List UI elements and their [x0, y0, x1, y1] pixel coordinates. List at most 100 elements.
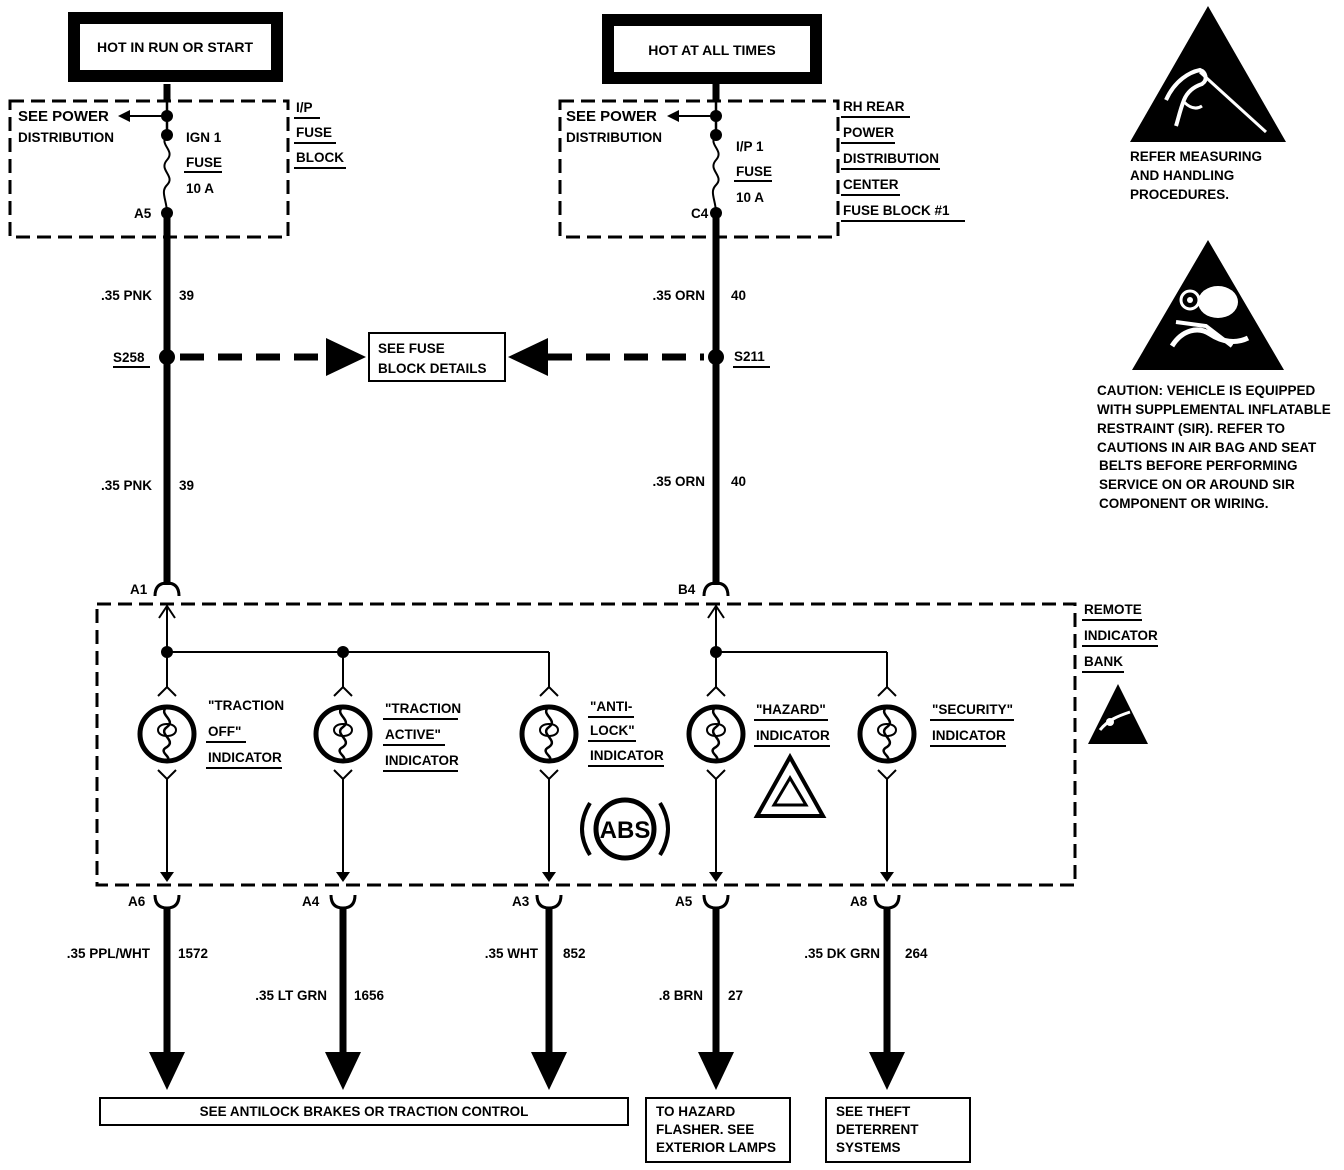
power-source-right-label: HOT AT ALL TIMES — [648, 42, 776, 58]
wire-circuit: 40 — [731, 474, 746, 489]
arrow-right-icon — [326, 338, 366, 376]
output-circuit: 27 — [728, 988, 743, 1003]
indicator-label: "TRACTION — [385, 701, 461, 716]
output-a5: A5 .8 BRN 27 — [659, 894, 743, 1090]
see-power-left-2: DISTRIBUTION — [18, 130, 114, 145]
sir-warning: CAUTION: VEHICLE IS EQUIPPED WITH SUPPLE… — [1097, 240, 1331, 511]
sir-text-6: SERVICE ON OR AROUND SIR — [1099, 477, 1295, 492]
fuse-block-right: SEE POWER DISTRIBUTION I/P 1 FUSE 10 A C… — [558, 84, 965, 239]
terminal-left-fuse: A5 — [134, 206, 152, 221]
connector-b4: B4 — [678, 581, 730, 652]
output-terminal: A6 — [128, 894, 146, 909]
fuse-left-line1: IGN 1 — [186, 130, 222, 145]
fuse-left-line3: 10 A — [186, 181, 214, 196]
airbag-icon — [1132, 240, 1284, 370]
wire-circuit: 39 — [179, 478, 194, 493]
wire-gauge: .35 PNK — [101, 478, 152, 493]
sir-text-3: RESTRAINT (SIR). REFER TO — [1097, 421, 1285, 436]
output-a8: A8 .35 DK GRN 264 — [804, 894, 928, 1090]
indicator-security: "SECURITY" INDICATOR — [860, 685, 1014, 882]
indicator-label: "TRACTION — [208, 698, 284, 713]
fuse-block-right-label-5: FUSE BLOCK #1 — [843, 203, 950, 218]
indicator-label: "SECURITY" — [932, 702, 1013, 717]
bulb-icon — [316, 707, 370, 761]
wire-circuit: 39 — [179, 288, 194, 303]
bulb-icon — [860, 707, 914, 761]
arrow-left-icon — [667, 110, 679, 122]
indicator-label: INDICATOR — [932, 728, 1006, 743]
bulb-icon — [140, 707, 194, 761]
fuse-block-left-label-3: BLOCK — [296, 150, 344, 165]
fuse-block-right-label-3: DISTRIBUTION — [843, 151, 939, 166]
destination-antilock-text: SEE ANTILOCK BRAKES OR TRACTION CONTROL — [200, 1104, 529, 1119]
power-source-left-label: HOT IN RUN OR START — [97, 39, 254, 55]
output-terminal: A5 — [675, 894, 693, 909]
output-a4: A4 .35 LT GRN 1656 — [255, 894, 385, 1090]
splice-left-label: S258 — [113, 350, 145, 365]
fuse-left-line2: FUSE — [186, 155, 222, 170]
sir-text-2: WITH SUPPLEMENTAL INFLATABLE — [1097, 402, 1331, 417]
esd-text-2: AND HANDLING — [1130, 168, 1234, 183]
internal-bus — [161, 646, 888, 688]
fuse-details-line2: BLOCK DETAILS — [378, 361, 487, 376]
indicator-label: "ANTI- — [590, 699, 632, 714]
fuse-block-right-label-2: POWER — [843, 125, 894, 140]
power-source-right: HOT AT ALL TIMES — [602, 14, 822, 84]
wire-left-upper: .35 PNK 39 .35 PNK 39 S258 — [101, 237, 194, 585]
arrow-down-icon — [325, 1052, 361, 1090]
destination-antilock: SEE ANTILOCK BRAKES OR TRACTION CONTROL — [99, 1097, 629, 1126]
output-a6: A6 .35 PPL/WHT 1572 — [67, 894, 208, 1090]
abs-icon: ABS — [580, 797, 670, 861]
output-terminal: A8 — [850, 894, 868, 909]
indicator-label: INDICATOR — [385, 753, 459, 768]
bulb-icon — [522, 707, 576, 761]
sir-text-7: COMPONENT OR WIRING. — [1099, 496, 1269, 511]
splice-right-label: S211 — [734, 349, 765, 364]
esd-warning: REFER MEASURING AND HANDLING PROCEDURES. — [1130, 6, 1286, 202]
fuse-block-right-label-1: RH REAR — [843, 99, 905, 114]
fuse-right-line1: I/P 1 — [736, 139, 764, 154]
see-power-right-1: SEE POWER — [566, 108, 657, 125]
fuse-details-callout: SEE FUSE BLOCK DETAILS — [180, 332, 704, 382]
sir-text-1: CAUTION: VEHICLE IS EQUIPPED — [1097, 383, 1316, 398]
terminal-b4: B4 — [678, 582, 696, 597]
output-gauge: .35 DK GRN — [804, 946, 880, 961]
output-gauge: .35 WHT — [485, 946, 539, 961]
fuse-block-right-label-4: CENTER — [843, 177, 899, 192]
connector-a1: A1 — [130, 581, 181, 652]
fuse-right-line3: 10 A — [736, 190, 764, 205]
output-circuit: 1572 — [178, 946, 208, 961]
abs-text: ABS — [600, 817, 651, 844]
destination-hazard-3: EXTERIOR LAMPS — [656, 1140, 776, 1155]
hazard-triangle-icon — [753, 752, 827, 818]
esd-text-3: PROCEDURES. — [1130, 187, 1229, 202]
indicator-label: INDICATOR — [208, 750, 282, 765]
destination-hazard-1: TO HAZARD — [656, 1104, 735, 1119]
indicator-anti-lock: "ANTI- LOCK" INDICATOR — [522, 685, 664, 882]
indicator-hazard: "HAZARD" INDICATOR — [689, 685, 830, 882]
fuse-right-line2: FUSE — [736, 164, 772, 179]
indicator-label: INDICATOR — [756, 728, 830, 743]
remote-indicator-bank: REMOTE INDICATOR BANK — [95, 602, 1158, 887]
terminal-right-fuse: C4 — [691, 206, 709, 221]
arrow-left-icon — [118, 110, 130, 122]
wire-right-upper: .35 ORN 40 .35 ORN 40 S211 — [652, 237, 770, 585]
sir-text-5: BELTS BEFORE PERFORMING — [1099, 458, 1298, 473]
arrow-down-icon — [149, 1052, 185, 1090]
destination-hazard-2: FLASHER. SEE — [656, 1122, 754, 1137]
wire-gauge: .35 ORN — [652, 474, 705, 489]
sir-text-4: CAUTIONS IN AIR BAG AND SEAT — [1097, 440, 1317, 455]
output-terminal: A3 — [512, 894, 530, 909]
output-gauge: .35 PPL/WHT — [67, 946, 151, 961]
terminal-a1: A1 — [130, 582, 148, 597]
bulb-icon — [689, 707, 743, 761]
power-source-left: HOT IN RUN OR START — [68, 12, 283, 82]
indicator-traction-active: "TRACTION ACTIVE" INDICATOR — [316, 685, 461, 882]
arrow-down-icon — [531, 1052, 567, 1090]
see-power-left-1: SEE POWER — [18, 108, 109, 125]
indicator-traction-off: "TRACTION OFF" INDICATOR — [140, 685, 284, 882]
output-circuit: 852 — [563, 946, 586, 961]
destination-theft-3: SYSTEMS — [836, 1140, 901, 1155]
arrow-down-icon — [698, 1052, 734, 1090]
